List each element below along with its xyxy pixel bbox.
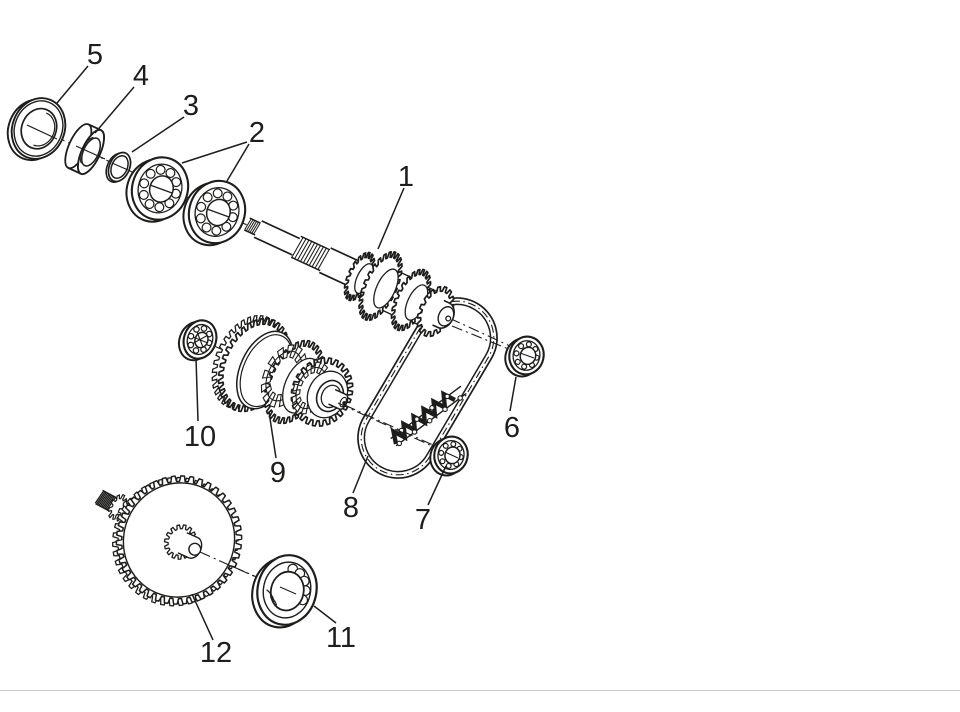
part-10-bearing bbox=[177, 319, 218, 362]
spline-ridge bbox=[300, 241, 313, 262]
callout-label-10: 10 bbox=[184, 421, 216, 453]
bearing-bore bbox=[269, 570, 305, 612]
leader-line-9 bbox=[268, 411, 277, 459]
tip-thread-line bbox=[94, 491, 104, 504]
link-roller bbox=[411, 429, 418, 435]
hub-center-hole bbox=[445, 315, 452, 322]
leader-line-6 bbox=[509, 376, 517, 412]
part-3-shim-washer bbox=[105, 151, 132, 183]
parts-artwork bbox=[6, 97, 545, 629]
leader-line-3 bbox=[131, 116, 185, 153]
spline-ridge bbox=[314, 248, 327, 269]
center-line bbox=[75, 145, 106, 160]
tip-thread-line bbox=[100, 493, 110, 507]
center-line bbox=[149, 184, 173, 194]
link-roller bbox=[444, 393, 450, 400]
callout-label-7: 7 bbox=[415, 504, 431, 536]
part-1-gear-a bbox=[343, 251, 376, 302]
callout-label-6: 6 bbox=[504, 412, 520, 444]
part-1-end-hub bbox=[432, 299, 455, 329]
bearing-balls bbox=[195, 188, 239, 236]
thread-line bbox=[253, 223, 261, 235]
spline-ridge bbox=[294, 238, 307, 259]
thread-line bbox=[246, 219, 254, 231]
center-line bbox=[111, 162, 129, 171]
callout-leader-lines bbox=[56, 65, 517, 641]
part-8-chain bbox=[357, 297, 498, 479]
bearing-balls bbox=[187, 325, 213, 354]
callout-label-8: 8 bbox=[343, 492, 359, 524]
leader-line-10 bbox=[195, 357, 199, 422]
link-roller bbox=[442, 406, 448, 413]
leader-line-11 bbox=[313, 605, 337, 624]
callout-label-2: 2 bbox=[249, 117, 265, 149]
thread-line bbox=[249, 221, 257, 233]
center-line bbox=[26, 124, 58, 140]
part-1-gear-b bbox=[358, 250, 403, 322]
part-6-bearing bbox=[504, 335, 545, 378]
part-9-hub bbox=[315, 379, 349, 413]
spline-ridge bbox=[305, 244, 318, 265]
link-roller bbox=[429, 405, 435, 411]
center-line bbox=[444, 451, 459, 459]
link-roller bbox=[396, 440, 403, 447]
callout-labels: 1 2 3 4 5 6 7 8 9 10 11 12 bbox=[87, 39, 520, 669]
spline-ridge bbox=[297, 240, 310, 261]
chain-inner-edge bbox=[363, 303, 492, 473]
gear-b-face bbox=[373, 268, 399, 309]
thread-line bbox=[244, 218, 252, 230]
washer-bore bbox=[110, 155, 129, 179]
tip-thread-line bbox=[101, 494, 111, 507]
hub-pin bbox=[342, 401, 347, 406]
tip-thread-line bbox=[96, 491, 106, 505]
seal-lip bbox=[33, 112, 56, 147]
tip-thread-line bbox=[102, 495, 112, 508]
hub-face-inner bbox=[437, 306, 455, 327]
callout-label-5: 5 bbox=[87, 39, 103, 71]
leader-line-2b bbox=[226, 143, 250, 182]
part-7-bearing bbox=[429, 435, 469, 477]
thread-line bbox=[251, 222, 259, 234]
callout-label-11: 11 bbox=[326, 622, 356, 654]
bearing-cage bbox=[266, 589, 278, 606]
spline-ridge bbox=[308, 245, 321, 266]
center-line bbox=[206, 208, 230, 218]
thread-line bbox=[247, 220, 256, 232]
bearing-balls bbox=[138, 164, 182, 213]
center-line bbox=[192, 336, 209, 344]
spline-ridge bbox=[303, 242, 316, 263]
callout-label-9: 9 bbox=[270, 457, 286, 489]
link-roller bbox=[457, 395, 463, 401]
link-roller bbox=[414, 416, 420, 422]
center-line bbox=[451, 325, 539, 362]
tip-thread-line bbox=[97, 492, 107, 505]
part-4-spacer-bushing bbox=[64, 123, 106, 176]
center-line bbox=[519, 352, 535, 359]
callout-label-1: 1 bbox=[398, 161, 414, 193]
leader-line-2a bbox=[181, 141, 248, 164]
part-11-bearing bbox=[251, 554, 318, 629]
callout-label-4: 4 bbox=[133, 60, 149, 92]
part-5-seal-ring bbox=[6, 97, 67, 162]
seal-bore bbox=[20, 107, 58, 150]
spline-ridge bbox=[311, 246, 324, 267]
center-line bbox=[279, 586, 297, 595]
spline-ridge bbox=[317, 249, 330, 270]
callout-label-3: 3 bbox=[183, 90, 199, 122]
tip-thread-line bbox=[98, 493, 108, 506]
spline-ridge bbox=[291, 237, 304, 258]
tip-thread-line bbox=[105, 496, 115, 509]
bushing-inner-wall bbox=[79, 136, 94, 164]
leader-line-4 bbox=[94, 86, 135, 134]
leader-line-12 bbox=[191, 593, 214, 641]
leader-line-8 bbox=[352, 455, 369, 494]
leader-line-7 bbox=[427, 465, 447, 506]
leader-line-5 bbox=[56, 65, 89, 104]
callout-label-12: 12 bbox=[200, 637, 232, 669]
link-roller bbox=[426, 417, 433, 424]
leader-line-1 bbox=[377, 187, 405, 250]
tip-thread-line bbox=[104, 495, 114, 509]
part-12-pinion bbox=[163, 524, 203, 560]
